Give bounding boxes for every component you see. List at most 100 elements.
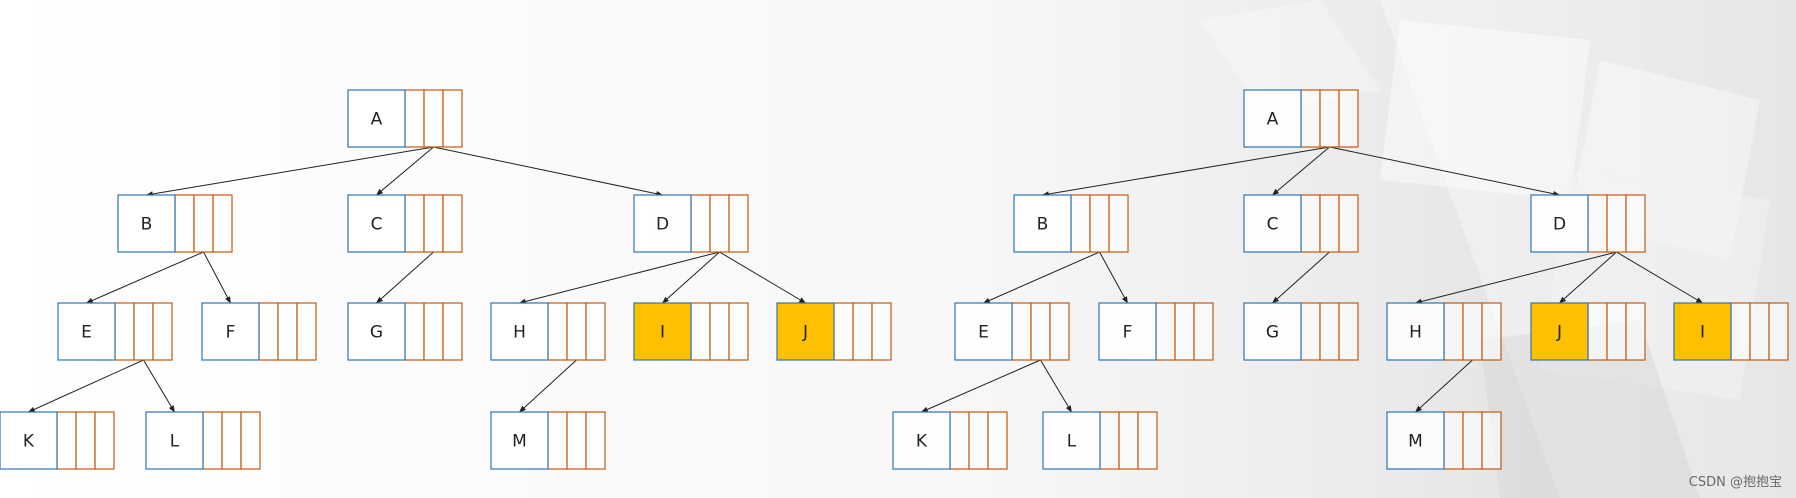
pointer-cell-1	[1099, 411, 1120, 470]
node-tree-right-M: M	[1386, 411, 1502, 470]
node-label: L	[170, 432, 180, 452]
node-tree-left-K: K	[0, 411, 115, 470]
data-cell	[954, 302, 1013, 361]
pointer-cell-3	[1338, 302, 1359, 361]
node-label: K	[23, 432, 35, 452]
edge-tree-left-A-D	[433, 146, 664, 197]
node-label: J	[802, 323, 808, 343]
node-tree-right-G: G	[1243, 302, 1359, 361]
edge-tree-right-B-F	[1099, 251, 1128, 304]
node-tree-right-L: L	[1042, 411, 1158, 470]
edge-tree-right-A-B	[1041, 146, 1330, 197]
node-label: H	[513, 323, 526, 343]
pointer-cell-1	[1300, 194, 1321, 253]
node-tree-right-E: E	[954, 302, 1070, 361]
pointer-cell-2	[566, 411, 587, 470]
pointer-cell-1	[258, 302, 279, 361]
pointer-cell-1	[547, 302, 568, 361]
node-label: I	[1700, 323, 1705, 343]
node-label: I	[660, 323, 665, 343]
edge-tree-left-C-G	[375, 251, 434, 304]
pointer-cell-2	[1749, 302, 1770, 361]
pointer-cell-1	[1300, 302, 1321, 361]
pointer-cell-1	[833, 302, 854, 361]
pointer-cell-1	[202, 411, 223, 470]
pointer-cell-2	[709, 302, 730, 361]
pointer-cell-3	[1481, 302, 1502, 361]
pointer-cell-2	[193, 194, 214, 253]
pointer-cell-3	[442, 194, 463, 253]
data-cell	[145, 411, 204, 470]
node-label: E	[81, 323, 92, 343]
pointer-cell-1	[404, 302, 425, 361]
pointer-cell-1	[404, 89, 425, 148]
pointer-cell-1	[1443, 302, 1464, 361]
pointer-cell-2	[423, 194, 444, 253]
node-tree-left-I: I	[633, 302, 749, 361]
data-cell	[117, 194, 176, 253]
edge-tree-left-B-F	[203, 251, 231, 304]
data-cell	[1386, 411, 1445, 470]
pointer-cell-3	[987, 411, 1008, 470]
data-cell	[633, 302, 692, 361]
pointer-cell-2	[277, 302, 298, 361]
pointer-cell-3	[728, 302, 749, 361]
node-tree-left-A: A	[347, 89, 463, 148]
edges-layer	[27, 146, 1704, 413]
data-cell	[1673, 302, 1732, 361]
pointer-cell-2	[852, 302, 873, 361]
node-label: A	[1267, 110, 1279, 130]
pointer-cell-3	[1625, 194, 1646, 253]
pointer-cell-2	[1174, 302, 1195, 361]
pointer-cell-3	[585, 411, 606, 470]
node-tree-right-F: F	[1098, 302, 1214, 361]
pointer-cell-3	[442, 89, 463, 148]
pointer-cell-2	[1319, 302, 1340, 361]
edge-tree-left-A-C	[375, 146, 434, 196]
pointer-cell-2	[1462, 302, 1483, 361]
pointer-cell-3	[1193, 302, 1214, 361]
edge-tree-right-B-E	[982, 251, 1100, 304]
edge-tree-right-C-G	[1271, 251, 1330, 304]
node-label: B	[141, 215, 153, 235]
pointer-cell-1	[174, 194, 195, 253]
edge-tree-right-H-M	[1414, 359, 1473, 413]
pointer-cell-1	[690, 194, 711, 253]
node-label: E	[978, 323, 989, 343]
pointer-cell-2	[221, 411, 242, 470]
node-label: A	[371, 110, 383, 130]
node-tree-right-I: I	[1673, 302, 1789, 361]
edge-tree-right-A-D	[1329, 146, 1561, 197]
pointer-cell-1	[1011, 302, 1032, 361]
pointer-cell-2	[1030, 302, 1051, 361]
node-tree-left-D: D	[633, 194, 749, 253]
node-label: F	[1123, 323, 1133, 343]
pointer-cell-2	[968, 411, 989, 470]
pointer-cell-1	[547, 411, 568, 470]
edge-tree-right-A-C	[1271, 146, 1330, 196]
data-cell	[347, 89, 406, 148]
pointer-cell-2	[1462, 411, 1483, 470]
edge-tree-right-D-J	[1558, 251, 1617, 304]
watermark-text: CSDN @抱抱宝	[1688, 475, 1782, 490]
pointer-cell-3	[585, 302, 606, 361]
node-tree-left-E: E	[57, 302, 173, 361]
pointer-cell-2	[1089, 194, 1110, 253]
node-label: G	[370, 323, 383, 343]
data-cell	[1243, 302, 1302, 361]
data-cell	[57, 302, 116, 361]
pointer-cell-3	[94, 411, 115, 470]
node-label: C	[371, 215, 383, 235]
pointer-cell-3	[1338, 89, 1359, 148]
edge-tree-right-D-H	[1414, 251, 1617, 305]
node-tree-left-H: H	[490, 302, 606, 361]
pointer-cell-1	[1155, 302, 1176, 361]
data-cell	[490, 302, 549, 361]
node-tree-right-B: B	[1013, 194, 1129, 253]
edge-tree-right-D-I	[1616, 251, 1704, 304]
node-label: D	[656, 215, 669, 235]
node-tree-left-J: J	[776, 302, 892, 361]
pointer-cell-1	[949, 411, 970, 470]
